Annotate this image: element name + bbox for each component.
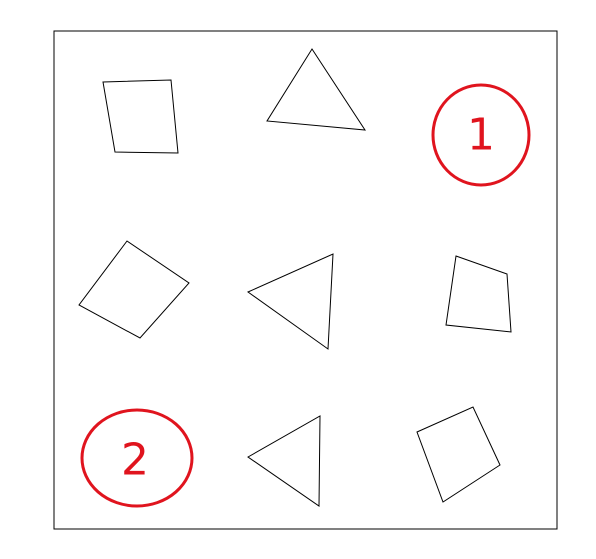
answer-marker-1: 1 [431,83,531,187]
quadrilateral-r3c3 [416,406,501,503]
puzzle-frame [53,30,558,530]
triangle-r2c2 [246,253,334,350]
quadrilateral-r2c3 [445,255,512,333]
quadrilateral-r2c1 [78,240,190,339]
marker-2-circle [80,408,194,508]
triangle-r3c2 [247,415,321,507]
quadrilateral-r1c1 [102,79,179,154]
marker-2-label: 2 [121,435,149,486]
answer-marker-2: 2 [80,408,194,508]
marker-1-circle [431,83,531,187]
triangle-r1c2 [266,48,366,131]
marker-1-label: 1 [467,110,495,161]
